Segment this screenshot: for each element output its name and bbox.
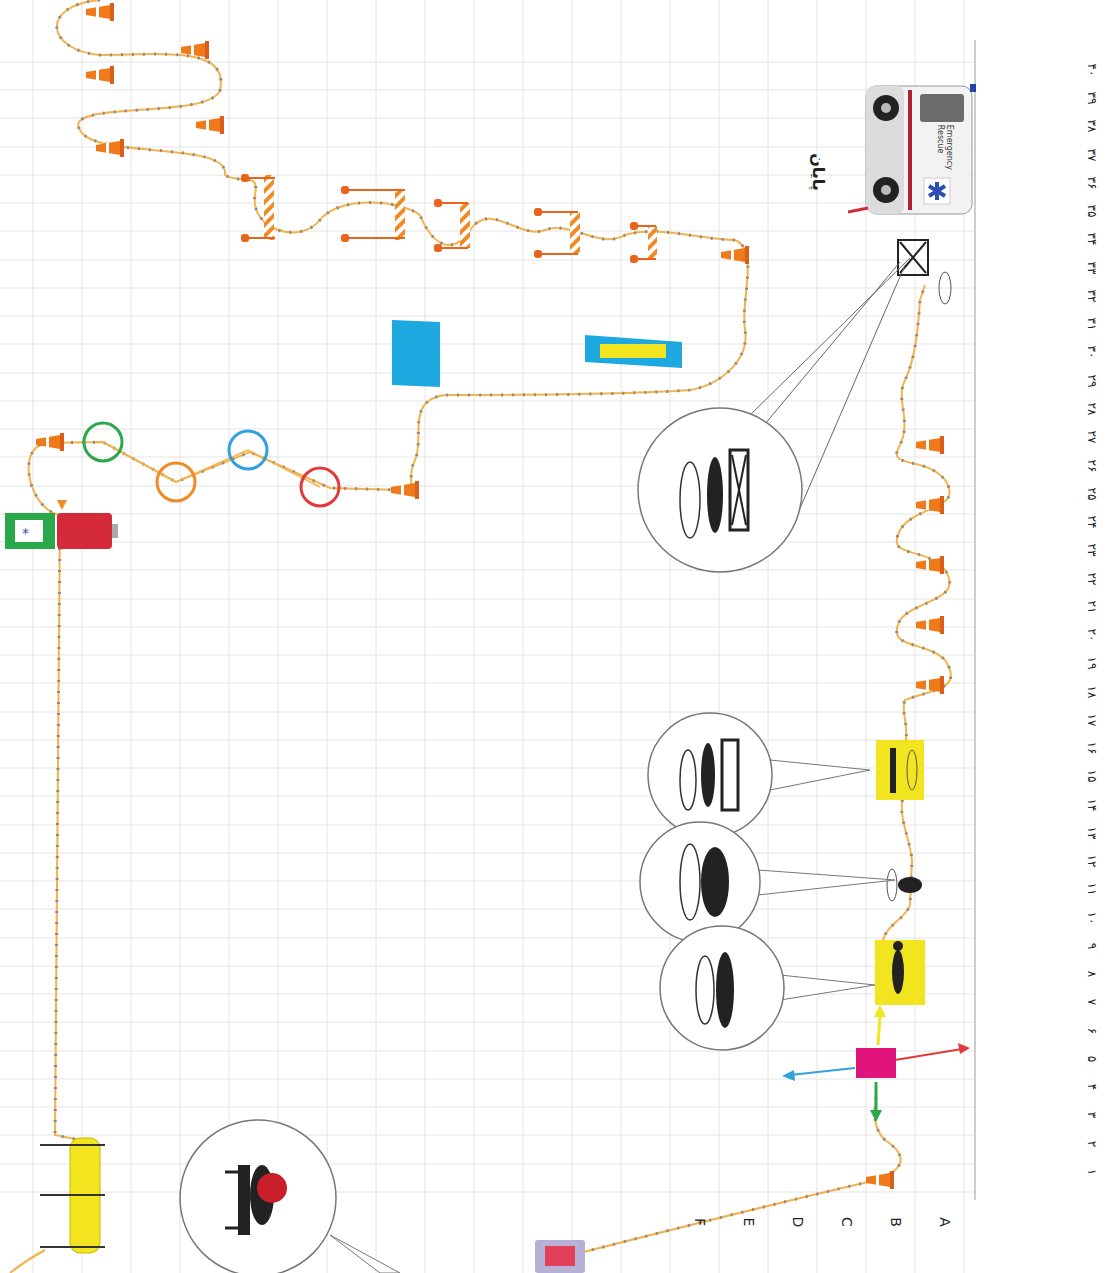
row-number: ۲۳: [1086, 544, 1098, 557]
blue-boards: [392, 320, 682, 387]
row-number: ۱۶: [1086, 742, 1098, 755]
row-number: ۳۹: [1086, 92, 1098, 105]
column-letter: E: [742, 1218, 756, 1227]
row-number: ۲۲: [1086, 572, 1098, 585]
stations: [875, 240, 951, 1005]
grid: [0, 0, 975, 1273]
start-square: [782, 1005, 970, 1122]
column-letter: D: [791, 1217, 805, 1228]
row-number: ۱۳: [1086, 826, 1098, 839]
row-number: ۱۹: [1086, 657, 1098, 670]
row-number: ۱۱: [1086, 883, 1098, 896]
row-number: ۲۴: [1086, 516, 1098, 529]
row-number: ۱۷: [1086, 713, 1098, 726]
column-letter: F: [693, 1218, 707, 1226]
wheel: [873, 177, 899, 203]
row-number: ۲۷: [1086, 431, 1098, 444]
row-number: ۱: [1086, 1169, 1098, 1175]
route-right: [560, 285, 951, 1258]
window: [920, 94, 964, 122]
spine-board: [40, 1138, 105, 1253]
row-number: ۴: [1086, 1084, 1098, 1090]
door: [848, 208, 868, 212]
row-number: ۱۵: [1086, 770, 1098, 783]
row-number: ۹: [1086, 943, 1098, 949]
row-number: ۳۵: [1086, 205, 1098, 218]
marker-circles: [84, 423, 339, 506]
row-number: ۱۸: [1086, 685, 1098, 698]
row-number: ۳۸: [1086, 120, 1098, 133]
row-number: ۳۰: [1086, 346, 1098, 359]
row-number: ۸: [1086, 971, 1098, 977]
hub: [881, 185, 891, 195]
callouts: [180, 258, 910, 1273]
traffic-cones: [36, 3, 944, 1189]
finish-label: پایان: [810, 153, 826, 191]
row-number: ۳۴: [1086, 233, 1098, 246]
row-number: ۲۸: [1086, 403, 1098, 416]
row-number: ۴۰: [1086, 63, 1098, 76]
row-number: ۷: [1086, 999, 1098, 1005]
hub: [881, 103, 891, 113]
row-number: ۲۵: [1086, 487, 1098, 500]
row-number: ۲۱: [1086, 600, 1098, 613]
beacon: [970, 84, 976, 92]
column-letter: C: [840, 1217, 854, 1227]
side: [866, 86, 904, 214]
row-number: ۶: [1086, 1027, 1098, 1033]
wheel: [873, 95, 899, 121]
stripe: [908, 90, 912, 210]
row-number: ۳: [1086, 1112, 1098, 1118]
row-number: ۲۰: [1086, 629, 1098, 642]
row-number: ۱۴: [1086, 798, 1098, 811]
row-number: ۲۹: [1086, 374, 1098, 387]
row-number: ۲: [1086, 1141, 1098, 1147]
row-number: ۲۶: [1086, 459, 1098, 472]
emblem-ground: [924, 178, 950, 204]
row-number: ۱۰: [1086, 911, 1098, 924]
vehicle-text: Emergency Rescue: [935, 125, 953, 171]
route-left: [10, 0, 748, 1273]
column-letter: B: [889, 1217, 903, 1227]
row-number: ۳۳: [1086, 261, 1098, 274]
svg-text:*: *: [22, 525, 29, 541]
star-of-life: [929, 182, 945, 200]
barriers: [241, 174, 657, 263]
row-number: ۱۲: [1086, 855, 1098, 868]
row-number: ۳۱: [1086, 318, 1098, 331]
row-number: ۳۲: [1086, 289, 1098, 302]
column-letter: A: [938, 1217, 952, 1227]
row-number: ۵: [1086, 1056, 1098, 1062]
ambulance-drawing: [848, 78, 976, 218]
row-number: ۳۷: [1086, 148, 1098, 161]
body: [866, 86, 972, 214]
row-number: ۳۶: [1086, 176, 1098, 189]
ambulance-vehicle: Emergency Rescue: [848, 78, 976, 218]
